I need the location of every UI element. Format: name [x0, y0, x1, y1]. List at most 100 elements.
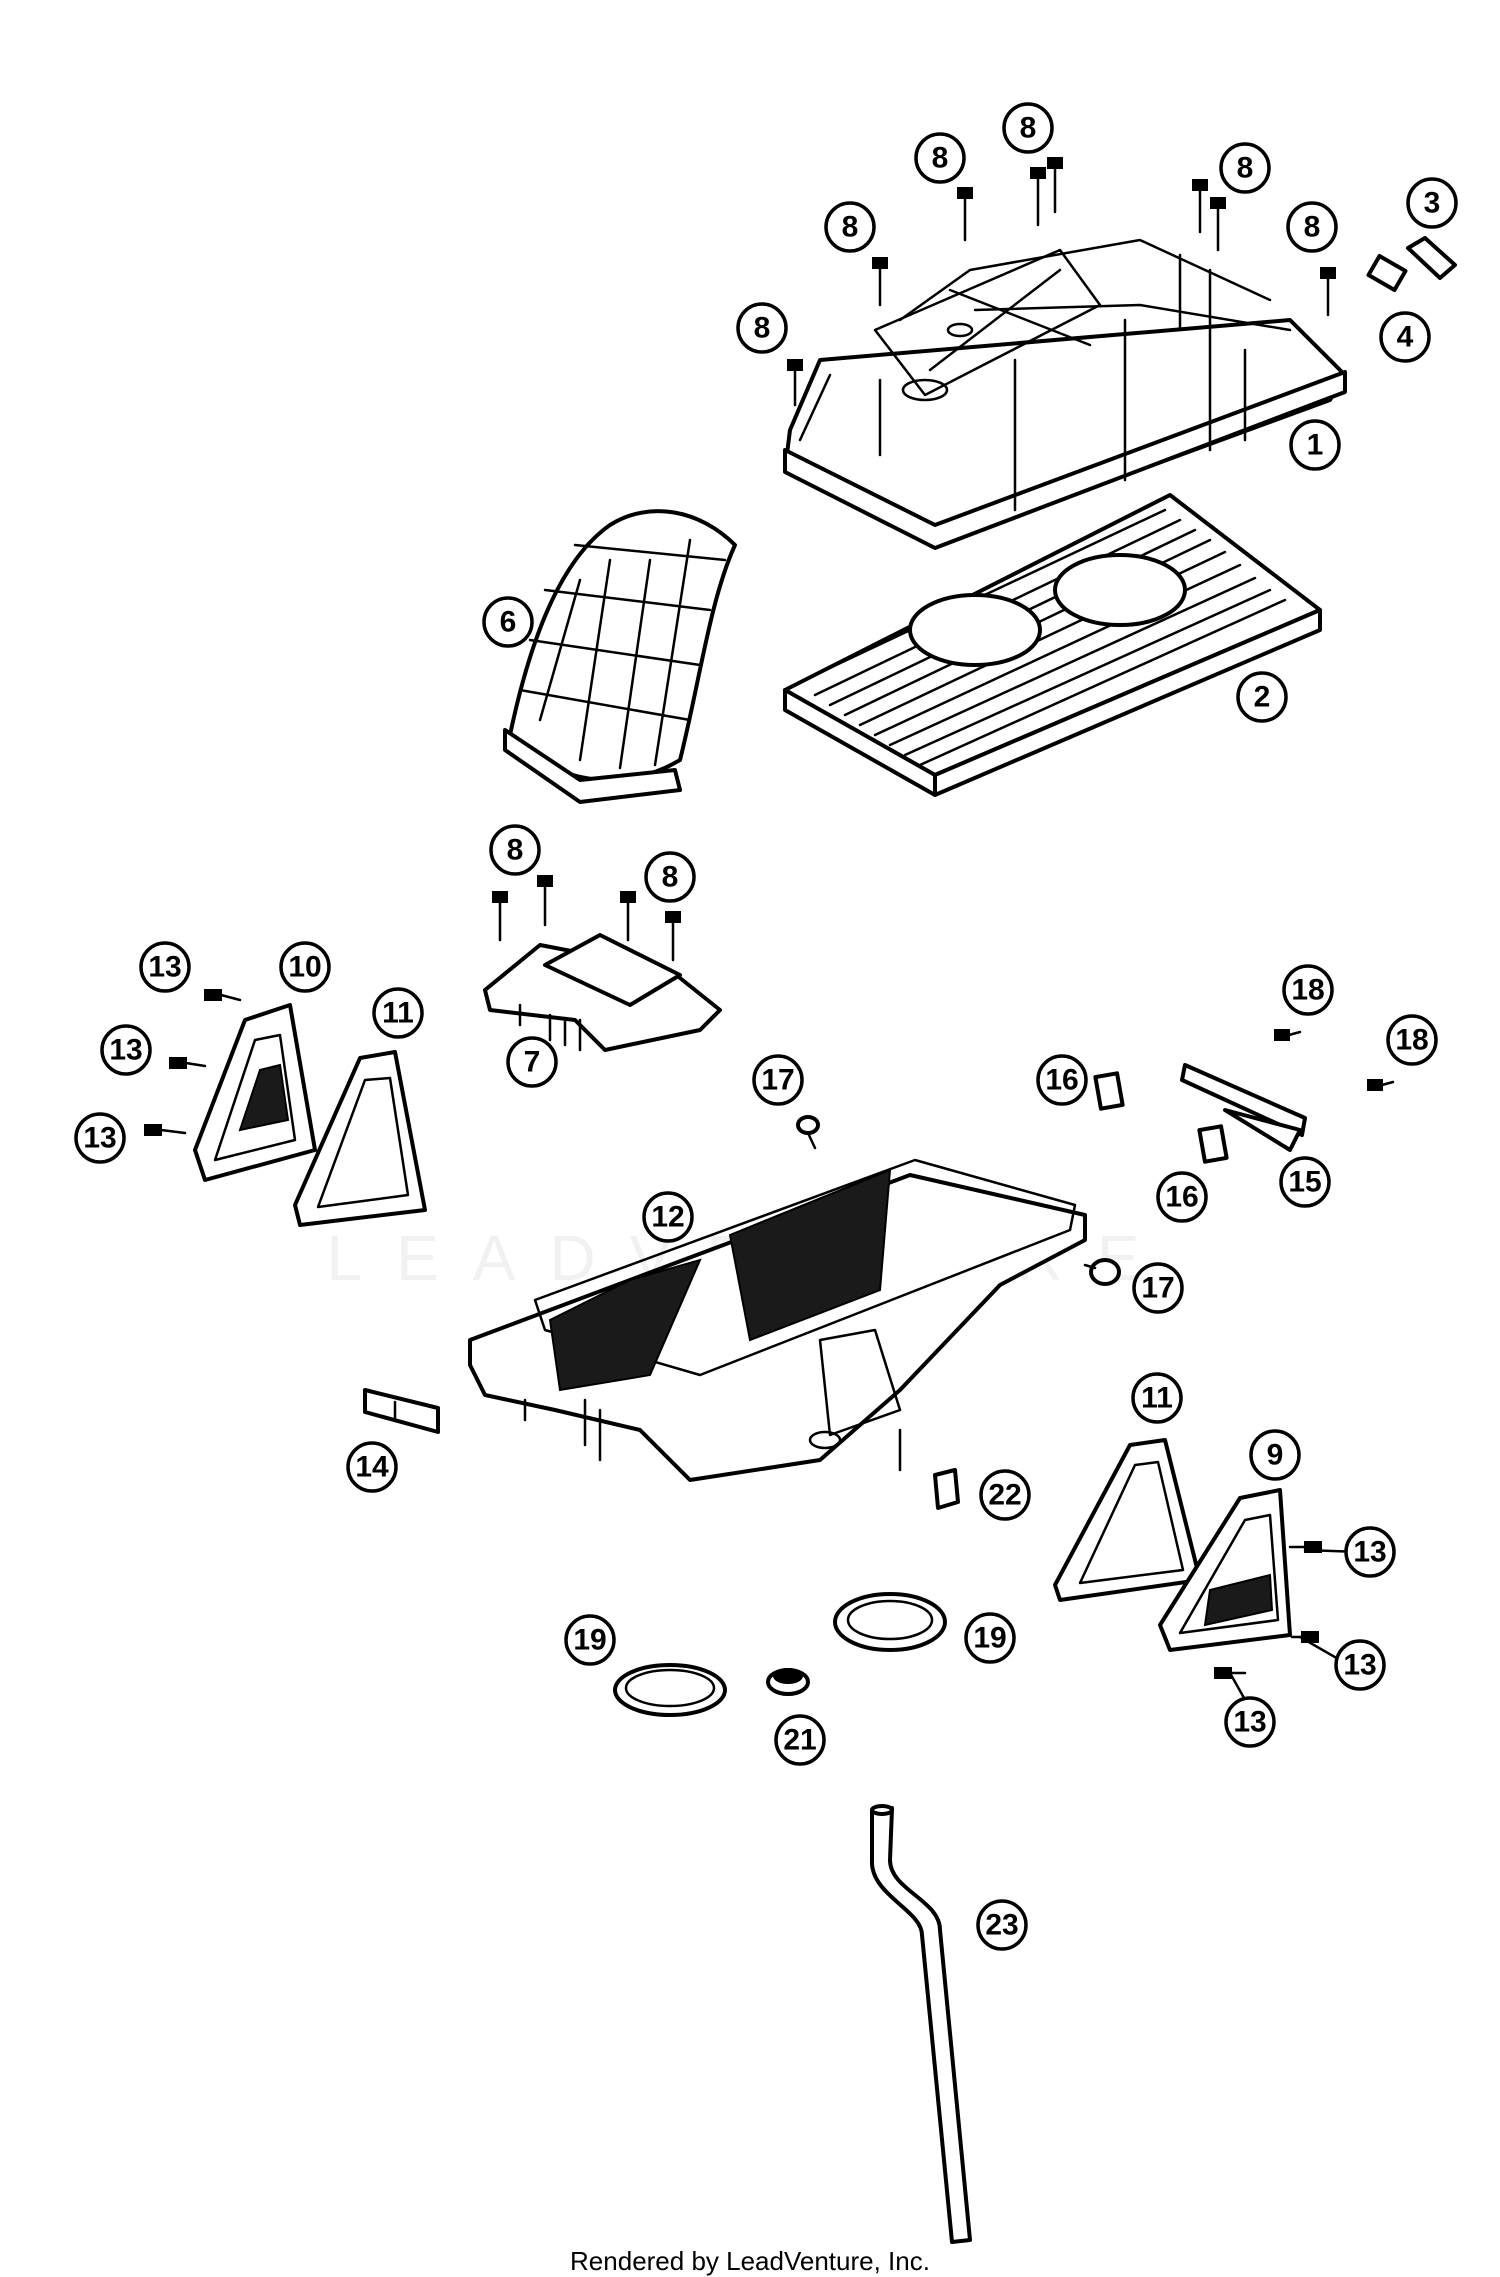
callout-13c: 13	[74, 1112, 126, 1164]
callout-8a: 8	[1002, 102, 1054, 154]
svg-text:21: 21	[783, 1724, 816, 1757]
grommet-upper	[796, 1115, 820, 1150]
svg-text:13: 13	[109, 1034, 142, 1067]
svg-text:8: 8	[1237, 152, 1254, 185]
drain-hose	[869, 1804, 972, 2244]
callout-22: 22	[979, 1469, 1031, 1521]
svg-text:8: 8	[754, 312, 771, 345]
left-side-bracket	[144, 989, 317, 1182]
svg-text:13: 13	[1233, 1706, 1266, 1739]
callout-13e: 13	[1334, 1639, 1386, 1691]
callout-16a: 16	[1036, 1054, 1088, 1106]
svg-text:18: 18	[1291, 974, 1324, 1007]
drain-plug-tube	[363, 1388, 440, 1434]
air-box-base	[468, 1158, 1087, 1482]
callout-13b: 13	[100, 1024, 152, 1076]
svg-text:23: 23	[985, 1909, 1018, 1942]
svg-text:8: 8	[1020, 112, 1037, 145]
carb-mount-bracket	[483, 875, 722, 1052]
clip-lower	[1197, 1124, 1229, 1164]
callout-23: 23	[976, 1899, 1028, 1951]
credit-line: Rendered by LeadVenture, Inc.	[570, 2246, 930, 2276]
svg-text:16: 16	[1165, 1181, 1198, 1214]
cover-plate-and-gasket	[1366, 236, 1457, 293]
callout-21: 21	[774, 1714, 826, 1766]
left-side-gasket	[293, 1050, 427, 1227]
callout-2: 2	[1236, 671, 1288, 723]
svg-text:11: 11	[1141, 1382, 1173, 1415]
callout-19b: 19	[964, 1612, 1016, 1664]
callout-15: 15	[1279, 1156, 1331, 1208]
callout-8b: 8	[914, 132, 966, 184]
svg-text:8: 8	[507, 834, 524, 867]
svg-text:11: 11	[382, 997, 414, 1030]
svg-text:14: 14	[355, 1451, 389, 1484]
svg-text:3: 3	[1424, 187, 1441, 220]
callout-8f: 8	[736, 302, 788, 354]
callout-18b: 18	[1386, 1014, 1438, 1066]
svg-text:16: 16	[1045, 1064, 1078, 1097]
svg-text:18: 18	[1395, 1024, 1428, 1057]
lid-bolts	[787, 157, 1336, 407]
svg-text:10: 10	[288, 951, 321, 984]
svg-text:15: 15	[1288, 1166, 1321, 1199]
callout-6: 6	[482, 596, 534, 648]
svg-text:1: 1	[1307, 429, 1324, 462]
svg-text:12: 12	[651, 1201, 684, 1234]
intake-duct	[503, 509, 737, 804]
callout-13a: 13	[139, 941, 191, 993]
seal-ring-right	[833, 1592, 947, 1652]
callout-8c: 8	[1219, 142, 1271, 194]
svg-text:8: 8	[1304, 211, 1321, 244]
svg-text:13: 13	[1353, 1536, 1386, 1569]
check-valve	[933, 1468, 960, 1510]
callout-1: 1	[1289, 419, 1341, 471]
callout-12: 12	[642, 1191, 694, 1243]
callout-16b: 16	[1156, 1171, 1208, 1223]
air-filter-element	[783, 493, 1322, 797]
rubber-plug	[766, 1668, 810, 1696]
callout-11b: 11	[1131, 1372, 1183, 1424]
callout-19a: 19	[564, 1614, 616, 1666]
callout-17b: 17	[1132, 1262, 1184, 1314]
callout-8h: 8	[644, 851, 696, 903]
callout-13f: 13	[1224, 1696, 1276, 1748]
svg-text:19: 19	[573, 1624, 606, 1657]
callout-8g: 8	[489, 824, 541, 876]
mounting-strap	[1180, 1063, 1307, 1152]
grommet-lower	[1083, 1258, 1121, 1286]
clip-upper	[1093, 1071, 1125, 1111]
svg-text:8: 8	[842, 211, 859, 244]
svg-text:17: 17	[1141, 1272, 1174, 1305]
callout-4: 4	[1379, 311, 1431, 363]
callout-13d: 13	[1344, 1526, 1396, 1578]
callout-17a: 17	[752, 1054, 804, 1106]
callout-18a: 18	[1282, 964, 1334, 1016]
callout-10: 10	[279, 941, 331, 993]
callout-14: 14	[346, 1441, 398, 1493]
right-side-gasket	[1053, 1438, 1202, 1602]
callout-11a: 11	[372, 987, 424, 1039]
callout-9: 9	[1249, 1429, 1301, 1481]
svg-text:4: 4	[1397, 321, 1414, 354]
svg-text:13: 13	[83, 1122, 116, 1155]
svg-text:7: 7	[524, 1046, 541, 1079]
callout-7: 7	[506, 1036, 558, 1088]
callout-3: 3	[1406, 177, 1458, 229]
svg-text:13: 13	[148, 951, 181, 984]
air-box-lid	[783, 238, 1347, 550]
svg-text:8: 8	[932, 142, 949, 175]
svg-text:8: 8	[662, 861, 679, 894]
svg-text:22: 22	[988, 1479, 1021, 1512]
svg-text:19: 19	[973, 1622, 1006, 1655]
svg-text:2: 2	[1254, 681, 1271, 714]
svg-text:6: 6	[500, 606, 517, 639]
strap-screws	[1274, 1029, 1395, 1091]
svg-text:17: 17	[761, 1064, 794, 1097]
seal-ring-left	[613, 1663, 727, 1717]
svg-text:9: 9	[1267, 1439, 1284, 1472]
callout-8d: 8	[824, 201, 876, 253]
callout-8e: 8	[1286, 201, 1338, 253]
svg-text:13: 13	[1343, 1649, 1376, 1682]
